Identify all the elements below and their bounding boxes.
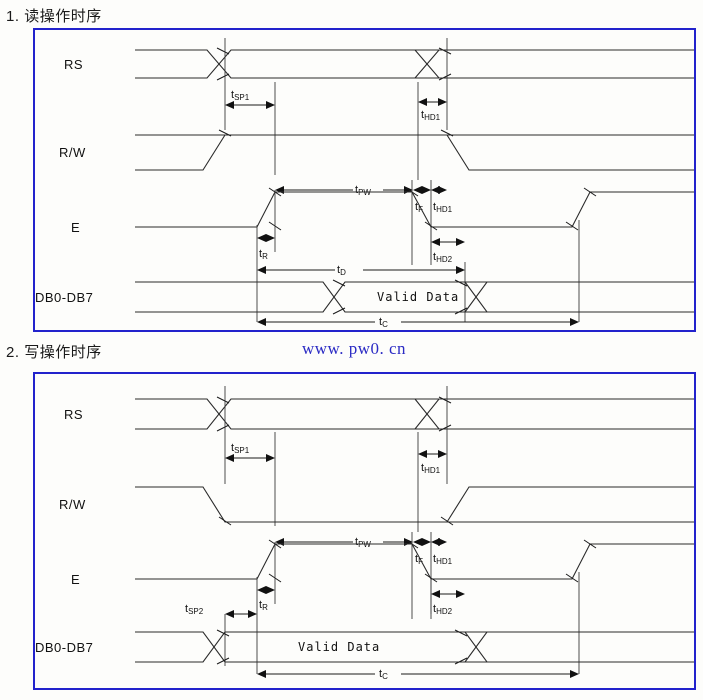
write-timing-svg: tSP1 tHD1 [35,386,694,681]
signal-label-rw-read: R/W [59,145,86,160]
dimension-td-read: tD [257,262,465,277]
dimension-thd1-lower-read: tHD1 [431,186,453,214]
rw-waveform-read [135,129,694,171]
dimension-tpw-read: tPW [275,182,413,197]
label-thd1-upper-write: tHD1 [421,462,441,475]
section-title-text-write: 写操作时序 [24,344,102,361]
label-tr-write: tR [259,599,268,612]
dimension-tf-write: tF [413,532,432,614]
signal-label-db-write: DB0-DB7 [35,640,93,655]
dimension-thd1-upper-read: tHD1 [418,98,447,122]
write-timing-frame: tSP1 tHD1 [33,372,696,690]
guide-lines-write-data [224,532,580,674]
dimension-tsp2-write: tSP2 [185,603,257,618]
section-number-write: 2. [6,344,20,361]
dimension-thd2-read: tHD2 [431,238,465,264]
label-thd1-upper-read: tHD1 [421,109,441,122]
guide-lines-read-data [256,180,580,322]
rw-waveform-write [135,486,694,526]
dimension-tsp1-write: tSP1 [225,442,275,462]
dimension-tr-write: tR [257,586,275,612]
section-number-read: 1. [6,8,20,25]
dimension-tc-read: tC [257,314,579,329]
guide-lines-write-top [224,386,448,532]
dimension-thd1-lower-write: tHD1 [431,538,453,566]
dimension-tf-read: tF [413,180,432,260]
label-thd2-write: tHD2 [433,603,453,616]
label-tf-read: tF [415,201,423,214]
dimension-tc-write: tC [257,666,579,681]
read-timing-svg: tSP1 tHD1 [35,38,694,329]
valid-data-label-read: Valid Data [377,290,459,304]
label-tsp2-write: tSP2 [185,603,204,616]
label-tf-write: tF [415,553,423,566]
guide-lines-read-top [224,38,448,180]
section-title-read: 1. 读操作时序 [6,5,102,26]
watermark-text: www. pw0. cn [302,339,407,358]
section-title-text-read: 读操作时序 [24,8,102,25]
label-tsp1-read: tSP1 [231,89,250,102]
label-tsp1-write: tSP1 [231,442,250,455]
label-thd2-read: tHD2 [433,251,453,264]
section-title-write: 2. 写操作时序 [6,341,102,362]
label-tc-read: tC [379,316,388,329]
dimension-tsp1-read: tSP1 [225,89,275,109]
rs-waveform-read [135,47,694,81]
signal-label-db-read: DB0-DB7 [35,290,93,305]
label-tr-read: tR [259,248,268,261]
label-td-read: tD [337,264,346,277]
label-thd1-lower-read: tHD1 [433,201,453,214]
dimension-thd1-upper-write: tHD1 [418,450,447,475]
dimension-thd2-write: tHD2 [431,590,465,616]
signal-label-e-read: E [71,220,80,235]
signal-label-rw-write: R/W [59,497,86,512]
signal-label-e-write: E [71,572,80,587]
signal-label-rs-read: RS [64,57,83,72]
e-waveform-write [135,539,694,583]
dimension-tr-read: tR [257,234,275,261]
signal-label-rs-write: RS [64,407,83,422]
db-waveform-write [135,629,694,665]
rs-waveform-write [135,396,694,432]
label-thd1-lower-write: tHD1 [433,553,453,566]
valid-data-label-write: Valid Data [298,640,380,654]
read-timing-frame: tSP1 tHD1 [33,28,696,332]
e-waveform-read [135,187,694,231]
label-tc-write: tC [379,668,388,681]
db-waveform-read [135,279,694,315]
dimension-tpw-write: tPW [275,534,413,549]
